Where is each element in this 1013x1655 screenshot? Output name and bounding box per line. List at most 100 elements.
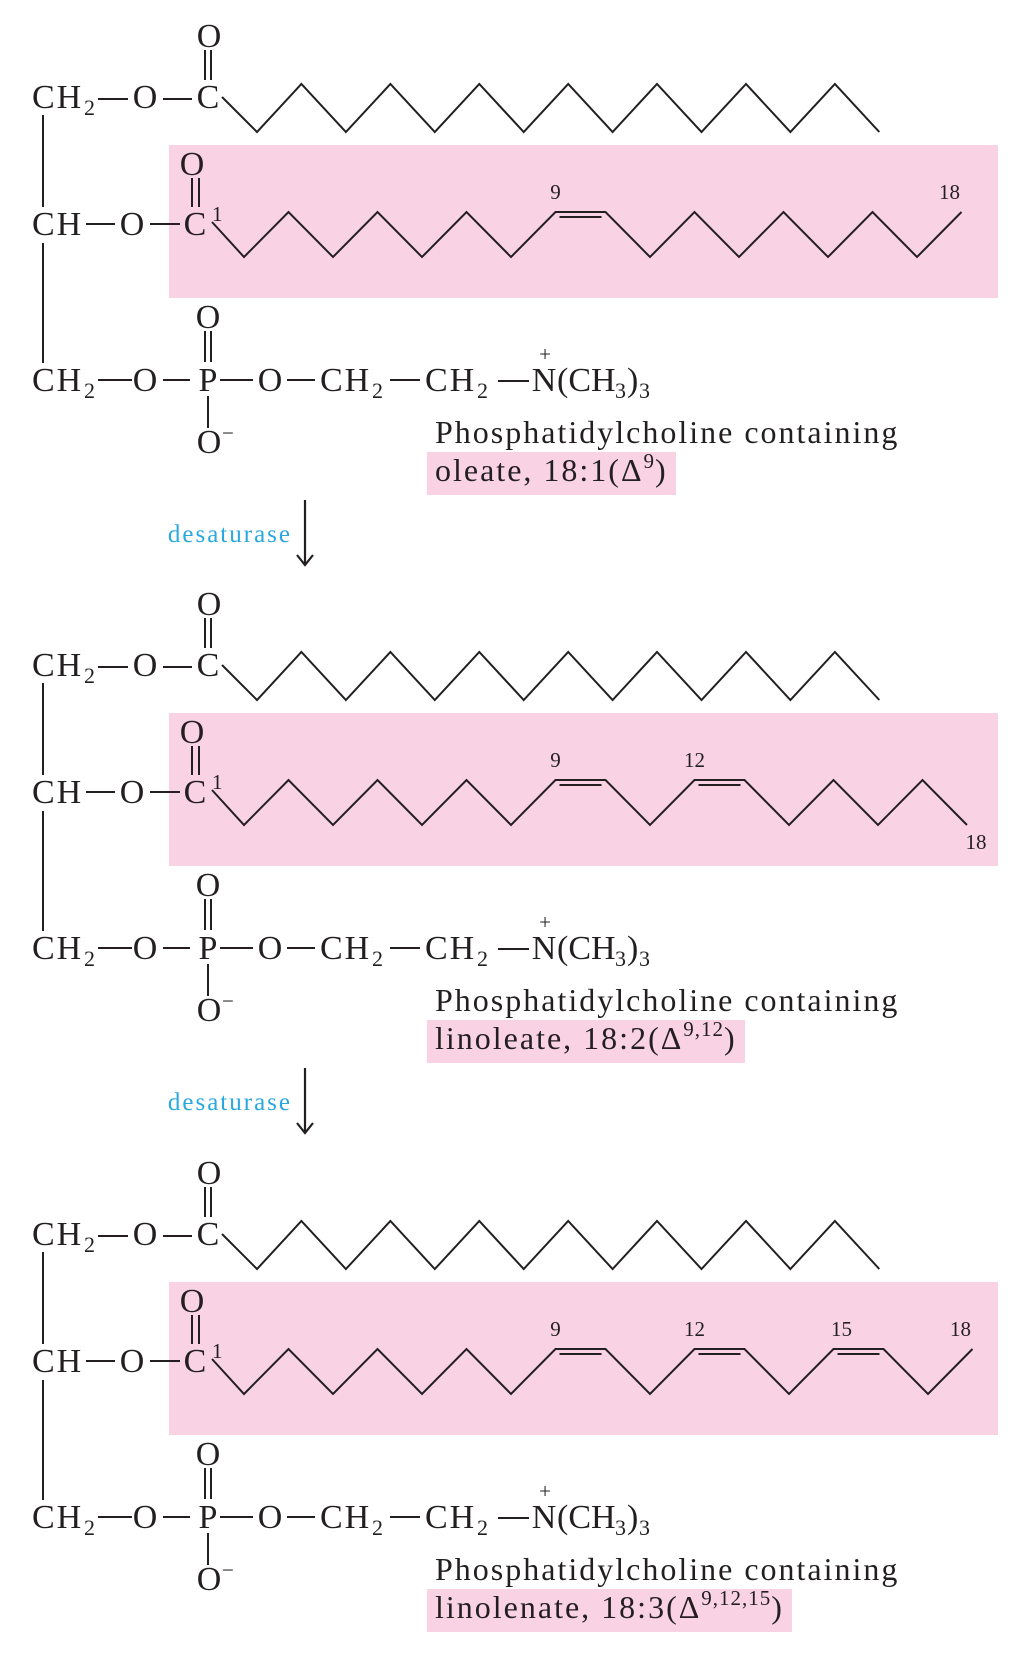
quaternary-nitrogen: N <box>532 362 557 399</box>
sn3-ch2-group: CH <box>32 1499 83 1536</box>
negative-charge: − <box>222 421 234 445</box>
carbon-1-locant: 1 <box>212 770 223 794</box>
sn3-ch2-group: CH <box>32 930 83 967</box>
carbon-locant-label: 9 <box>550 1317 561 1341</box>
choline-ch2-group: CH <box>320 930 371 967</box>
choline-ch2-subscript: 2 <box>372 946 383 971</box>
phosphoester-oxygen: O <box>133 930 158 967</box>
down-arrow-icon <box>296 554 314 567</box>
trimethyl-close-paren: ) <box>627 362 638 399</box>
reaction-step: desaturase <box>168 1068 314 1135</box>
trimethyl-group: (CH <box>557 362 616 399</box>
sn1-ch2-group: CH <box>32 647 83 684</box>
methyl-subscript: 3 <box>615 946 626 971</box>
sn1-ch2-subscript: 2 <box>84 95 95 120</box>
fatty-acid-label-highlight <box>427 1589 792 1632</box>
fatty-acid-label: linoleate, 18:2(Δ9,12) <box>427 1017 745 1063</box>
positive-charge: + <box>539 1479 551 1503</box>
sn2-fatty-acyl-chain <box>211 1347 974 1396</box>
choline-ester-oxygen: O <box>258 1499 283 1536</box>
trimethyl-close-paren: ) <box>627 930 638 967</box>
delta-superscript: 9 <box>644 449 656 473</box>
fatty-acid-name: linolenate <box>435 1589 581 1625</box>
reaction-step: desaturase <box>168 500 314 567</box>
carbon-1-locant: 1 <box>212 202 223 226</box>
trimethyl-group: (CH <box>557 1499 616 1536</box>
phosphoester-oxygen: O <box>133 1499 158 1536</box>
sn1-ester-oxygen: O <box>133 1216 158 1253</box>
fatty-acid-shorthand: 18:2 <box>583 1020 648 1056</box>
carbon-locant-label: 9 <box>550 180 561 204</box>
trimethyl-group: (CH <box>557 930 616 967</box>
phosphoryl-oxygen: O <box>196 867 221 904</box>
phosphorus-atom: P <box>199 362 218 399</box>
sn2-carbonyl-carbon: C <box>184 1343 207 1380</box>
sn2-fatty-acyl-chain <box>211 210 963 259</box>
quaternary-nitrogen: N <box>532 1499 557 1536</box>
choline-ch2-group: CH <box>425 930 476 967</box>
sn1-ch2-subscript: 2 <box>84 1232 95 1257</box>
methyl-subscript: 3 <box>615 378 626 403</box>
fatty-acid-label-text: linoleate, 18:2(Δ9,12) <box>435 1017 737 1056</box>
delta-superscript: 9,12 <box>683 1017 724 1041</box>
choline-ch2-subscript: 2 <box>477 378 488 403</box>
sn1-fatty-acyl-chain <box>221 1219 881 1271</box>
carbon-locant-label: 15 <box>831 1317 852 1341</box>
sn1-carbonyl-oxygen: O <box>197 18 222 55</box>
sn1-ch2-group: CH <box>32 1216 83 1253</box>
sn2-ester-oxygen: O <box>120 206 145 243</box>
delta-symbol: (Δ <box>648 1020 683 1056</box>
sn2-chain-highlight <box>169 145 998 298</box>
choline-ch2-group: CH <box>320 362 371 399</box>
sn2-ch-group: CH <box>32 774 83 811</box>
fatty-acid-label-text: linolenate, 18:3(Δ9,12,15) <box>435 1586 784 1625</box>
positive-charge: + <box>539 910 551 934</box>
sn2-carbonyl-oxygen: O <box>180 1283 205 1320</box>
sn2-carbonyl-oxygen: O <box>180 146 205 183</box>
carbon-locant-label: 12 <box>684 748 705 772</box>
methyl-count-subscript: 3 <box>639 946 650 971</box>
sn2-fatty-acyl-chain <box>211 778 968 827</box>
product-title: Phosphatidylcholine containing <box>435 982 899 1018</box>
choline-ch2-group: CH <box>425 362 476 399</box>
trimethyl-close-paren: ) <box>627 1499 638 1536</box>
enzyme-label: desaturase <box>168 521 292 548</box>
carbon-locant-label: 12 <box>684 1317 705 1341</box>
sn1-carbonyl-carbon: C <box>197 79 220 116</box>
sn1-fatty-acyl-chain <box>221 82 881 134</box>
down-arrow-icon <box>296 1122 314 1135</box>
sn1-carbonyl-oxygen: O <box>197 1155 222 1192</box>
methyl-count-subscript: 3 <box>639 1515 650 1540</box>
sn1-carbonyl-carbon: C <box>197 647 220 684</box>
fatty-acid-label-highlight <box>427 1020 745 1063</box>
product-title: Phosphatidylcholine containing <box>435 414 899 450</box>
phosphorus-atom: P <box>199 1499 218 1536</box>
positive-charge: + <box>539 342 551 366</box>
carbon-1-locant: 1 <box>212 1339 223 1363</box>
sn1-carbonyl-carbon: C <box>197 1216 220 1253</box>
sn2-carbonyl-carbon: C <box>184 206 207 243</box>
sn3-ch2-group: CH <box>32 362 83 399</box>
carbon-locant-label: 18 <box>966 830 987 854</box>
sn2-ch-group: CH <box>32 206 83 243</box>
sn1-carbonyl-oxygen: O <box>197 586 222 623</box>
sn2-carbonyl-carbon: C <box>184 774 207 811</box>
carbon-locant-label: 18 <box>939 180 960 204</box>
carbon-locant-label: 18 <box>950 1317 971 1341</box>
choline-ester-oxygen: O <box>258 930 283 967</box>
label-separator: , <box>581 1589 601 1625</box>
sn2-chain-highlight <box>169 713 998 866</box>
sn1-ch2-group: CH <box>32 79 83 116</box>
carbon-locant-label: 9 <box>550 748 561 772</box>
sn2-ester-oxygen: O <box>120 1343 145 1380</box>
fatty-acid-name: oleate <box>435 452 523 488</box>
product-title: Phosphatidylcholine containing <box>435 1551 899 1587</box>
anionic-oxygen: O <box>197 1561 222 1598</box>
label-separator: , <box>563 1020 583 1056</box>
fatty-acid-label: linolenate, 18:3(Δ9,12,15) <box>427 1586 792 1632</box>
anionic-oxygen: O <box>197 992 222 1029</box>
